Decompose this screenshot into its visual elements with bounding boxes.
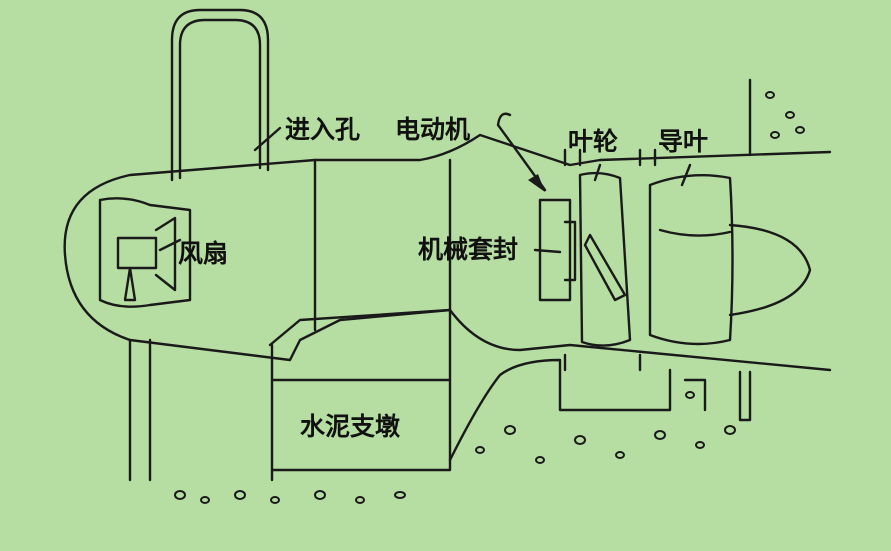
access-hole-tower [170, 8, 270, 182]
label-impeller: 叶轮 [568, 127, 618, 156]
label-guide-vane: 导叶 [658, 127, 708, 156]
leader-lines [158, 126, 692, 254]
concrete-pier [270, 308, 452, 482]
label-concrete-pier: 水泥支墩 [300, 412, 401, 441]
guide-vanes [648, 174, 734, 346]
access-hole-inner [178, 18, 262, 180]
fan-blades [123, 216, 177, 302]
impeller-blade [583, 233, 627, 302]
impeller [578, 171, 632, 347]
fan-housing [98, 197, 192, 308]
inlet-pipe [496, 112, 547, 192]
support-legs [128, 338, 152, 482]
gravel [174, 91, 805, 504]
fan-icon [116, 236, 158, 270]
label-access-hole: 进入孔 [285, 115, 360, 144]
nose-cone [728, 223, 812, 317]
flow-arrow [528, 174, 545, 192]
label-fan: 风扇 [178, 239, 228, 268]
draft-lower [448, 358, 752, 462]
label-mechanical-seal: 机械套封 [418, 235, 518, 264]
housing-outline [63, 133, 832, 372]
flanges [563, 148, 657, 372]
motor-body [268, 158, 452, 347]
label-motor: 电动机 [395, 115, 470, 144]
